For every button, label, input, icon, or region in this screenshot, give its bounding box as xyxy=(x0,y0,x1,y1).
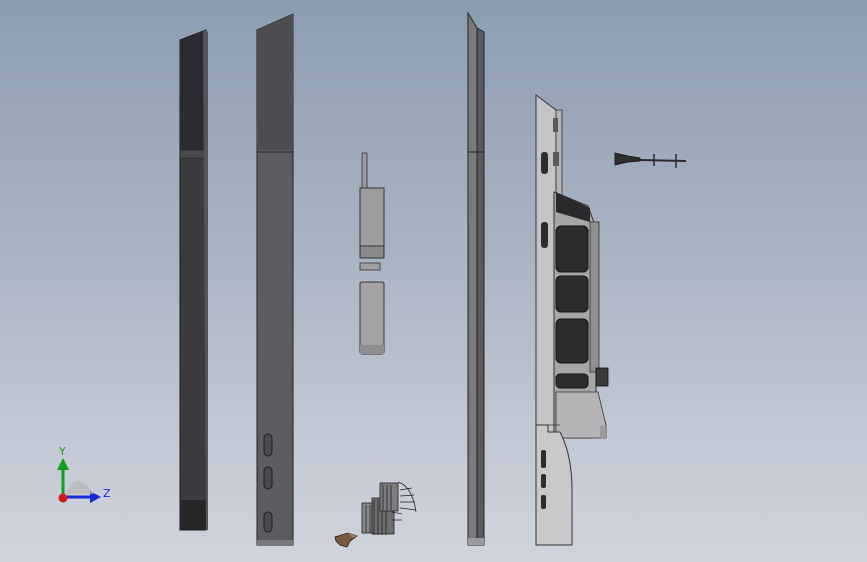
frame-slot-1 xyxy=(541,152,548,174)
x-axis-dot-icon xyxy=(58,493,68,503)
frame-slot-4 xyxy=(541,474,546,488)
slot-upper xyxy=(263,433,273,457)
part-thin-panel[interactable] xyxy=(467,11,485,546)
part-small-bracket[interactable] xyxy=(334,532,358,548)
slot-lower xyxy=(263,511,273,533)
part-hinge-stack[interactable] xyxy=(359,152,385,355)
frame-window-4 xyxy=(555,373,589,389)
y-axis-arrow-icon xyxy=(57,458,69,470)
frame-window-2 xyxy=(555,275,589,313)
axis-triad: Y Z xyxy=(57,445,111,503)
frame-slot-3 xyxy=(541,450,546,468)
part-probe[interactable] xyxy=(614,152,687,168)
frame-slot-2 xyxy=(541,222,548,248)
frame-window-1 xyxy=(555,225,589,273)
y-axis-label: Y xyxy=(58,445,66,458)
slot-middle xyxy=(263,466,273,490)
part-gear-cluster[interactable] xyxy=(361,481,417,535)
triad-arc xyxy=(66,481,94,494)
frame-window-3 xyxy=(555,318,589,364)
part-dark-slab[interactable] xyxy=(179,29,208,531)
frame-slot-5 xyxy=(541,495,546,509)
z-axis-label: Z xyxy=(103,487,111,500)
part-main-frame[interactable] xyxy=(535,94,609,546)
part-slotted-slab[interactable] xyxy=(256,13,294,546)
